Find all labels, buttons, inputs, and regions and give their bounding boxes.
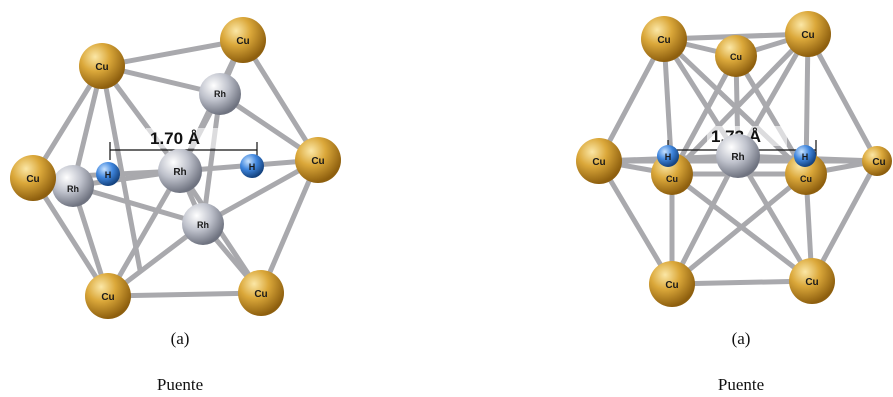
svg-text:H: H [802, 152, 809, 162]
svg-text:H: H [249, 162, 256, 172]
caption-letter-right: (a) [732, 329, 751, 348]
svg-text:Cu: Cu [254, 289, 267, 300]
atom-rh-center: Rh [158, 149, 202, 193]
svg-text:Cu: Cu [26, 174, 39, 185]
atom-cu: Cu [220, 17, 266, 63]
atom-cu: Cu [79, 43, 125, 89]
svg-text:Cu: Cu [101, 292, 114, 303]
svg-text:Rh: Rh [214, 89, 226, 99]
svg-text:Cu: Cu [666, 174, 678, 184]
atom-rh: Rh [182, 203, 224, 245]
svg-text:H: H [665, 152, 672, 162]
atom-cu: Cu [649, 261, 695, 307]
atom-h: H [240, 154, 264, 178]
svg-text:Cu: Cu [236, 36, 249, 47]
atom-cu: Cu [641, 16, 687, 62]
caption-letter-left: (a) [171, 329, 190, 348]
caption-site-right: Puente [718, 375, 764, 394]
atom-cu: Cu [238, 270, 284, 316]
svg-text:Cu: Cu [730, 52, 742, 62]
svg-text:Rh: Rh [197, 220, 209, 230]
svg-text:Rh: Rh [731, 152, 744, 163]
svg-text:Cu: Cu [311, 156, 324, 167]
atom-h: H [657, 145, 679, 167]
svg-text:Cu: Cu [800, 174, 812, 184]
svg-text:Cu: Cu [801, 30, 814, 41]
distance-label-left: 1.70 Å [150, 129, 200, 148]
svg-text:Cu: Cu [872, 157, 885, 168]
svg-text:Cu: Cu [657, 35, 670, 46]
svg-text:Cu: Cu [665, 280, 678, 291]
caption-site-left: Puente [157, 375, 203, 394]
atom-cu: Cu [862, 146, 892, 176]
svg-text:Rh: Rh [67, 184, 79, 194]
atom-rh: Rh [199, 73, 241, 115]
cluster-right: 1.73 Å Cu Cu Cu Rh H H Cu [576, 11, 892, 307]
svg-text:Rh: Rh [173, 167, 186, 178]
atom-cu: Cu [10, 155, 56, 201]
atom-rh: Rh [52, 165, 94, 207]
atom-h: H [96, 162, 120, 186]
cluster-left: 1.70 Å Rh Rh Rh Rh H H Cu [10, 17, 341, 319]
svg-text:Cu: Cu [805, 277, 818, 288]
atom-cu: Cu [295, 137, 341, 183]
atom-cu: Cu [715, 35, 757, 77]
svg-text:Cu: Cu [95, 62, 108, 73]
svg-text:Cu: Cu [592, 157, 605, 168]
atom-h: H [794, 145, 816, 167]
atom-cu: Cu [785, 153, 827, 195]
atom-cu: Cu [789, 258, 835, 304]
atom-cu: Cu [576, 138, 622, 184]
atom-rh-center: Rh [716, 134, 760, 178]
atom-cu: Cu [785, 11, 831, 57]
svg-text:H: H [105, 170, 112, 180]
atom-cu: Cu [85, 273, 131, 319]
